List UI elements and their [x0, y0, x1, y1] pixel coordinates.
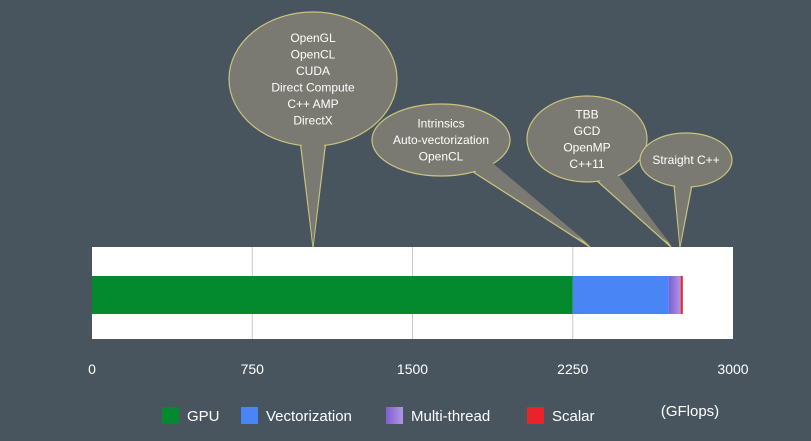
legend-label: Multi-thread	[411, 408, 490, 425]
stacked-bar	[92, 276, 683, 314]
callout-bubble: Straight C++	[639, 132, 733, 248]
callout-text: OpenGL	[290, 31, 336, 45]
legend-swatch	[162, 407, 179, 424]
callout-text: C++11	[569, 157, 604, 171]
callout-text: CUDA	[296, 64, 330, 78]
callout-ellipse	[371, 103, 511, 177]
bar-segment-scalar	[680, 276, 683, 314]
tick-label: 0	[88, 361, 96, 377]
legend: GPU Vectorization Multi-thread Scalar	[162, 407, 595, 425]
legend-swatch	[241, 407, 258, 424]
x-axis-ticks: 0 750 1500 2250 3000	[88, 361, 749, 377]
legend-label: GPU	[187, 408, 220, 425]
callout-text: DirectX	[293, 113, 332, 127]
legend-item: Multi-thread	[386, 407, 490, 425]
callout-ellipse	[526, 95, 648, 183]
tick-label: 1500	[397, 361, 428, 377]
legend-label: Vectorization	[266, 408, 352, 425]
callout-text: Intrinsics	[417, 117, 464, 131]
callout-text: TBB	[575, 107, 598, 121]
callout-pointer-fill	[675, 183, 691, 245]
callout-pointer-fill	[597, 174, 671, 245]
bar-segment-vectorization	[572, 276, 669, 314]
callout-text: OpenCL	[291, 47, 336, 61]
tick-label: 3000	[717, 361, 748, 377]
callout-text: Direct Compute	[271, 80, 355, 94]
tick-label: 750	[241, 361, 265, 377]
legend-swatch	[386, 407, 403, 424]
callout-text: Auto-vectorization	[393, 133, 489, 147]
callout-text: OpenCL	[419, 150, 464, 164]
tick-label: 2250	[557, 361, 588, 377]
bar-segment-gpu	[92, 276, 573, 314]
callout-text: OpenMP	[563, 140, 610, 154]
legend-swatch	[527, 407, 544, 424]
callout-text: GCD	[574, 124, 601, 138]
legend-item: Vectorization	[241, 407, 352, 425]
legend-item: GPU	[162, 407, 220, 425]
callout-text: C++ AMP	[287, 97, 338, 111]
callout-pointer-fill	[301, 138, 325, 245]
callout-text: Straight C++	[652, 153, 719, 167]
callout-pointer-fill	[471, 160, 590, 245]
bar-segment-multi-thread	[668, 276, 681, 314]
legend-label: Scalar	[552, 408, 595, 425]
callout-bubble: TBB GCD OpenMP C++11	[526, 95, 672, 248]
unit-label: (GFlops)	[661, 403, 719, 420]
legend-item: Scalar	[527, 407, 595, 425]
